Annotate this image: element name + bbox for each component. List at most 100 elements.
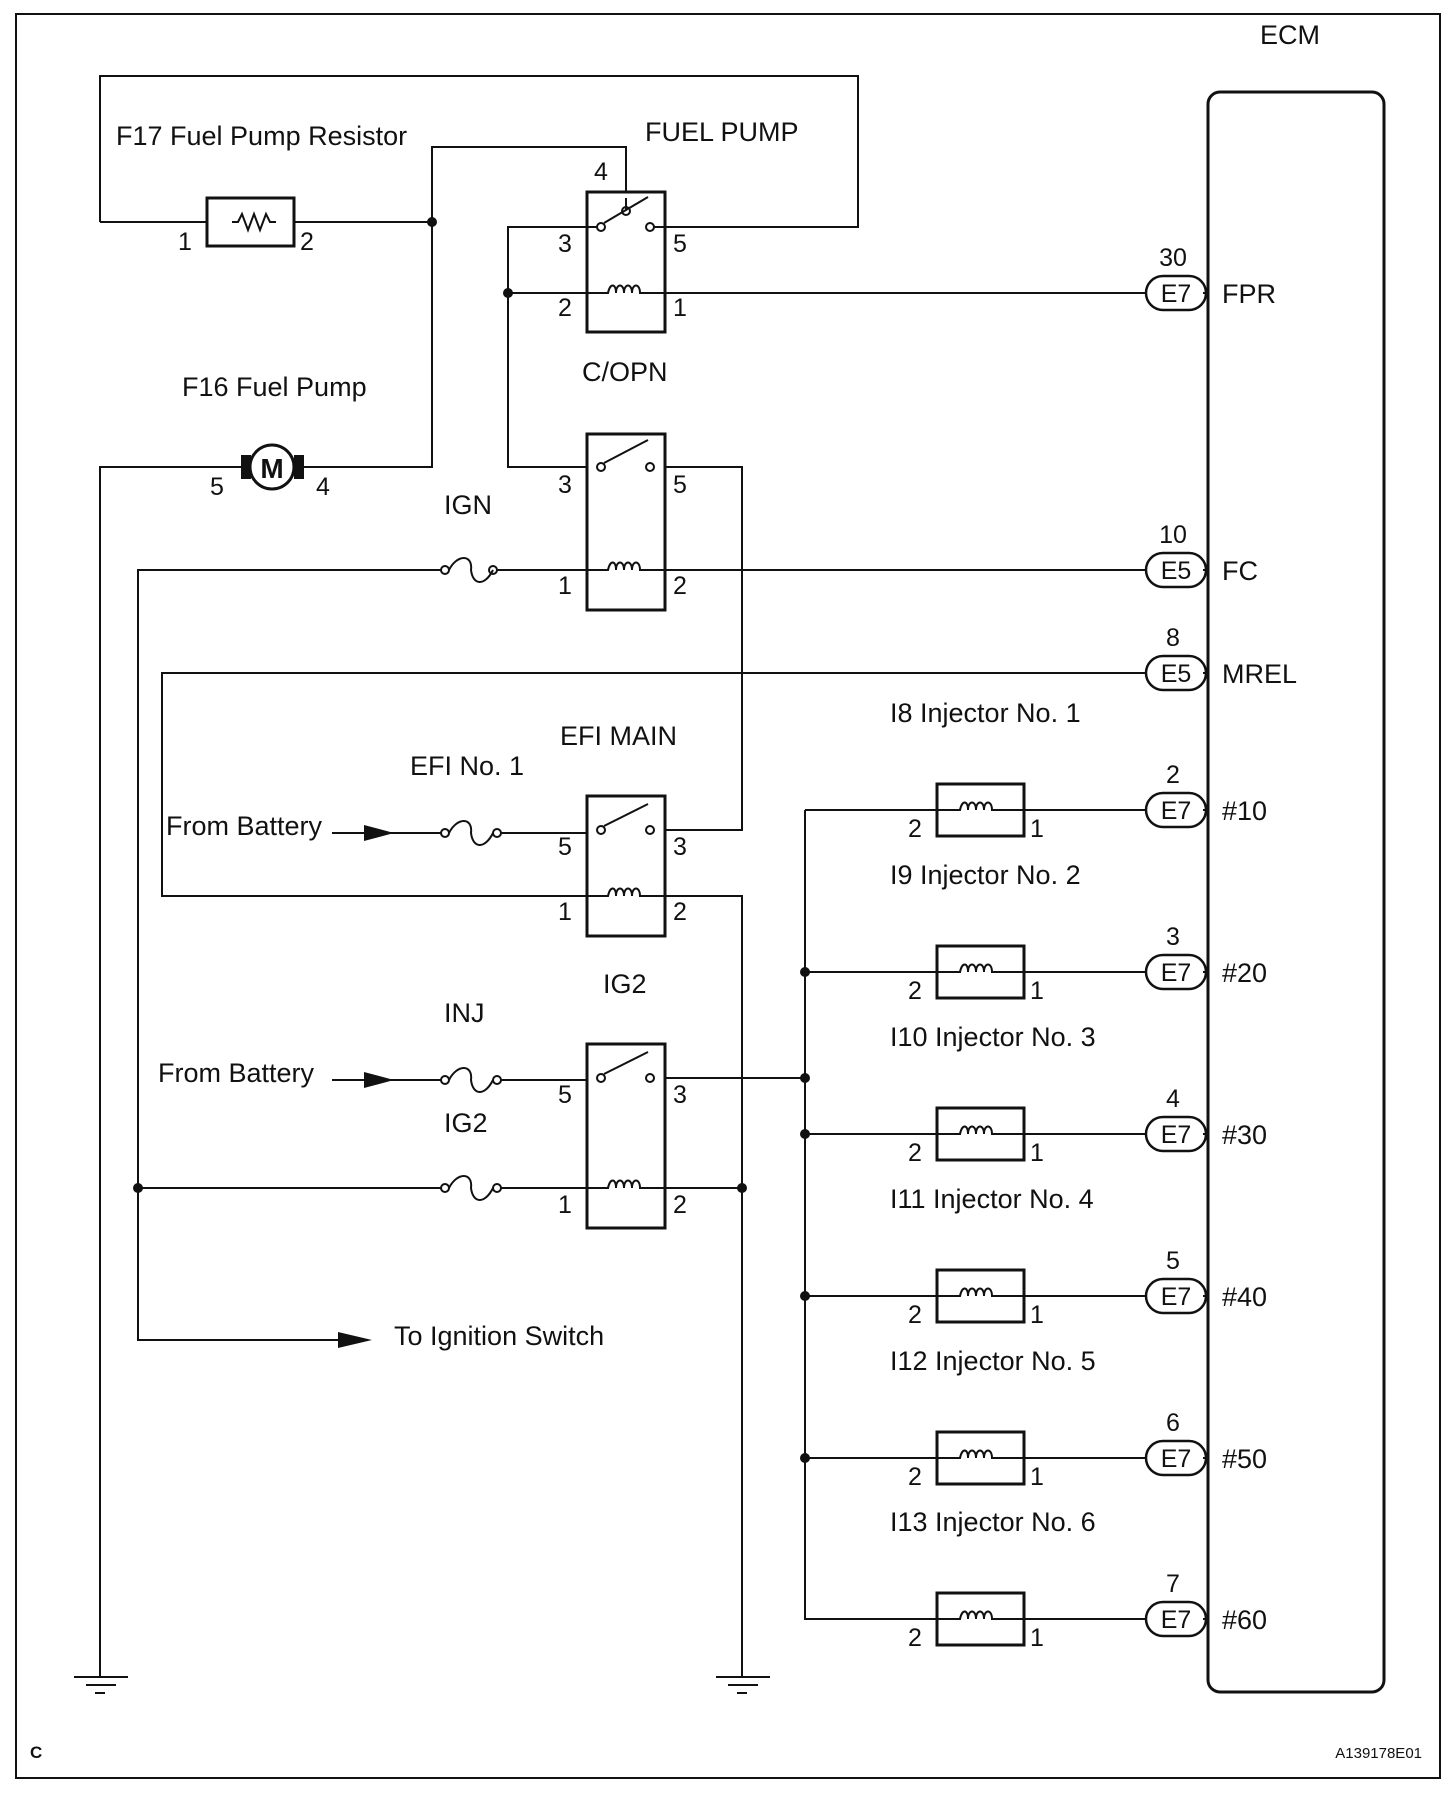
ecm-connector-code: E5 (1161, 660, 1192, 688)
ecm-pin-name: FC (1222, 556, 1258, 586)
injector-label: I9 Injector No. 2 (890, 860, 1081, 890)
injector-pin-1: 1 (1030, 977, 1044, 1005)
injector: I9 Injector No. 2 2 1 (890, 860, 1146, 1005)
relay-ig2-label: IG2 (603, 969, 647, 999)
ecm-pin-name: MREL (1222, 659, 1297, 689)
injector-pin-2: 2 (908, 1463, 922, 1491)
ecm-pin-number: 30 (1159, 244, 1187, 272)
resistor-pin-1: 1 (178, 228, 192, 256)
ecm-pin-number: 6 (1166, 1409, 1180, 1437)
ecm-pin: 6E7#50 (1144, 1409, 1267, 1477)
relay-efi-main-pin-5: 5 (558, 833, 572, 861)
pump-pin-5: 5 (210, 473, 224, 501)
battery-label-1: From Battery (166, 811, 323, 841)
ecm-pin-name: #40 (1222, 1282, 1267, 1312)
injector: I11 Injector No. 4 2 1 (890, 1184, 1146, 1329)
ecm-pin-name: FPR (1222, 279, 1276, 309)
injector-pin-1: 1 (1030, 1463, 1044, 1491)
ecm-connector-code: E5 (1161, 557, 1192, 585)
relay-c-opn-pin-1: 1 (558, 572, 572, 600)
ecm-pin-name: #20 (1222, 958, 1267, 988)
relay-c-opn: C/OPN 3 5 1 2 (558, 357, 687, 612)
pump-label: F16 Fuel Pump (182, 372, 367, 402)
ecm-pin: 3E7#20 (1144, 923, 1267, 991)
corner-mark: C (30, 1743, 42, 1762)
injector-label: I11 Injector No. 4 (890, 1184, 1094, 1214)
relay-fuel-pump: FUEL PUMP 4 3 5 2 1 (558, 117, 799, 334)
ecm-pin-name: #60 (1222, 1605, 1267, 1635)
relay-ig2-pin-1: 1 (558, 1191, 572, 1219)
injector-pin-1: 1 (1030, 1624, 1044, 1652)
ground-symbol (74, 1676, 128, 1694)
ecm-pin-number: 3 (1166, 923, 1180, 951)
injector-label: I12 Injector No. 5 (890, 1346, 1096, 1376)
injector-pin-2: 2 (908, 1139, 922, 1167)
ecm-block: ECM (1206, 20, 1386, 1694)
ig2-fuse: IG2 (133, 1108, 587, 1201)
relay-c-opn-pin-2: 2 (673, 572, 687, 600)
ecm-pin-number: 7 (1166, 1570, 1180, 1598)
injector: I8 Injector No. 1 2 1 (890, 698, 1146, 843)
ecm-connector-code: E7 (1161, 280, 1192, 308)
fuel-pump-motor: M F16 Fuel Pump 5 4 (99, 372, 367, 1676)
inj-fuse-label: INJ (444, 998, 485, 1028)
ig2-fuse-label: IG2 (444, 1108, 488, 1138)
ecm-pin: 8E5 MREL (1144, 624, 1297, 692)
ecm-pin-number: 10 (1159, 521, 1187, 549)
inj-fuse: INJ From Battery (158, 998, 587, 1093)
relay-c-opn-pin-3: 3 (558, 471, 572, 499)
ecm-pin-number: 4 (1166, 1085, 1180, 1113)
injector-pin-2: 2 (908, 1301, 922, 1329)
relay-fuel-pump-pin-5: 5 (673, 230, 687, 258)
resistor-pin-2: 2 (300, 228, 314, 256)
injector-pin-2: 2 (908, 1624, 922, 1652)
relay-ig2: IG2 5 3 1 2 (558, 969, 687, 1230)
injector-pin-2: 2 (908, 977, 922, 1005)
relay-efi-main-label: EFI MAIN (560, 721, 677, 751)
relay-ig2-pin-3: 3 (673, 1081, 687, 1109)
ecm-pin-number: 8 (1166, 624, 1180, 652)
relay-c-opn-pin-5: 5 (673, 471, 687, 499)
injector-pin-1: 1 (1030, 1139, 1044, 1167)
efi-fuse: EFI No. 1 From Battery (166, 751, 587, 846)
ecm-connector-code: E7 (1161, 1445, 1192, 1473)
relay-fuel-pump-pin-1: 1 (673, 294, 687, 322)
ecm-connector-code: E7 (1161, 1606, 1192, 1634)
relay-c-opn-label: C/OPN (582, 357, 668, 387)
pump-pin-4: 4 (316, 473, 330, 501)
relay-fuel-pump-pin-2: 2 (558, 294, 572, 322)
injector-label: I13 Injector No. 6 (890, 1507, 1096, 1537)
relay-fuel-pump-label: FUEL PUMP (645, 117, 799, 147)
ecm-connector-code: E7 (1161, 1283, 1192, 1311)
battery-label-2: From Battery (158, 1058, 315, 1088)
relay-efi-main: EFI MAIN 5 3 1 2 (558, 721, 687, 938)
ecm-pin: 2E7#10 (1144, 761, 1267, 829)
resistor-label: F17 Fuel Pump Resistor (116, 121, 407, 151)
fuel-pump-resistor: F17 Fuel Pump Resistor 1 2 (99, 75, 859, 256)
efi-fuse-label: EFI No. 1 (410, 751, 524, 781)
ecm-pin: 4E7#30 (1144, 1085, 1267, 1153)
injector: I13 Injector No. 6 2 1 (890, 1507, 1146, 1652)
relay-efi-main-pin-2: 2 (673, 898, 687, 926)
ground-symbol (716, 1676, 770, 1694)
injector-pin-2: 2 (908, 815, 922, 843)
injector-pin-1: 1 (1030, 815, 1044, 843)
ecm-title: ECM (1260, 20, 1320, 50)
relay-ig2-pin-5: 5 (558, 1081, 572, 1109)
diagram-frame (15, 13, 1441, 1779)
relay-efi-main-pin-3: 3 (673, 833, 687, 861)
injector-label: I8 Injector No. 1 (890, 698, 1081, 728)
injector: I12 Injector No. 5 2 1 (890, 1346, 1146, 1491)
relay-fuel-pump-pin-4: 4 (594, 158, 608, 186)
ecm-pin-name: #30 (1222, 1120, 1267, 1150)
injector-pin-1: 1 (1030, 1301, 1044, 1329)
ecm-pin: 5E7#40 (1144, 1247, 1267, 1315)
ecm-pin-name: #10 (1222, 796, 1267, 826)
ecm-pin: 7E7 #60 (1144, 1570, 1267, 1638)
